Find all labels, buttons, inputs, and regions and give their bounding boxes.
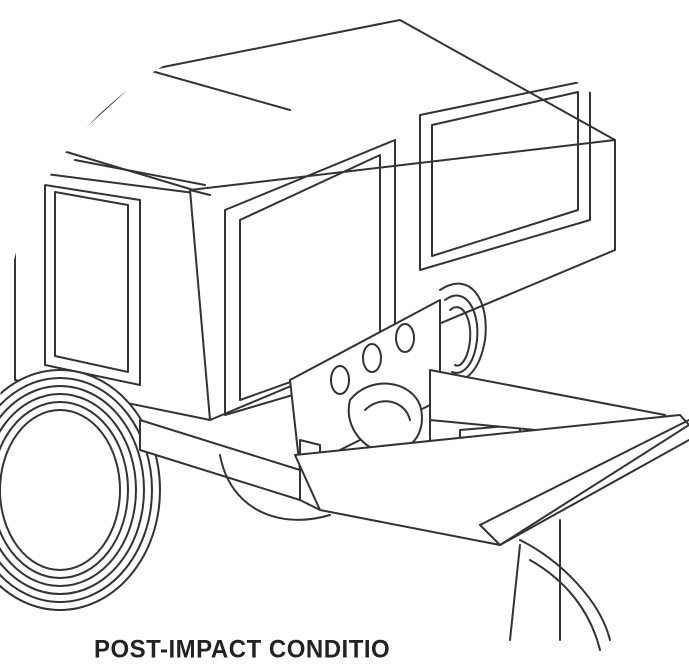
- rear-bumper-beam: [294, 414, 689, 546]
- truck-box-rear: [189, 79, 616, 421]
- left-rear-wheel: [0, 369, 161, 611]
- illustration-caption: POST-IMPACT CONDITIO: [94, 635, 391, 664]
- deformed-lower-guard: [509, 519, 611, 651]
